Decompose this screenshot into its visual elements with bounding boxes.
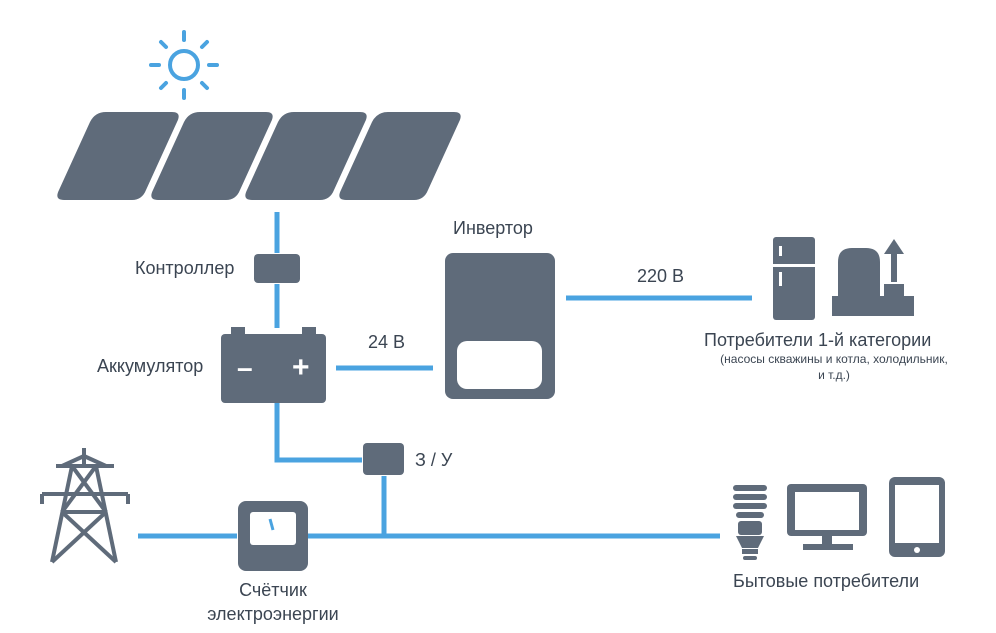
battery-icon (221, 327, 326, 403)
inverter-icon (445, 253, 555, 399)
consumers-cat1-note-line1: (насосы скважины и котла, холодильник, (720, 352, 948, 366)
line-battery-to-charger (274, 403, 362, 463)
inverter-label: Инвертор (453, 218, 533, 238)
voltage-220-label: 220 В (637, 266, 685, 286)
electric-meter-icon (238, 501, 308, 571)
connection-lines (138, 212, 752, 539)
charger-label: З / У (415, 450, 453, 470)
boiler-icon (832, 239, 914, 316)
controller-label: Контроллер (135, 258, 235, 278)
sun-icon (149, 30, 219, 100)
voltage-24-label: 24 В (368, 332, 406, 352)
battery-plus-sign: + (292, 351, 310, 384)
consumers-cat1-note-line2: и т.д.) (818, 368, 850, 382)
household-label: Бытовые потребители (733, 571, 920, 591)
meter-label-line1: Счётчик (239, 580, 307, 600)
charger-box (363, 443, 404, 475)
monitor-icon (787, 484, 867, 550)
battery-label: Аккумулятор (97, 356, 204, 376)
tablet-icon (889, 477, 945, 557)
power-tower-icon (40, 448, 130, 564)
consumers-cat1-title: Потребители 1-й категории (704, 330, 932, 350)
light-bulb-icon (733, 485, 767, 560)
controller-box (254, 254, 300, 283)
meter-label-line2: электроэнергии (207, 604, 339, 624)
solar-panel-icon (57, 112, 461, 200)
fridge-icon (773, 237, 815, 320)
battery-minus-sign: – (237, 352, 253, 383)
